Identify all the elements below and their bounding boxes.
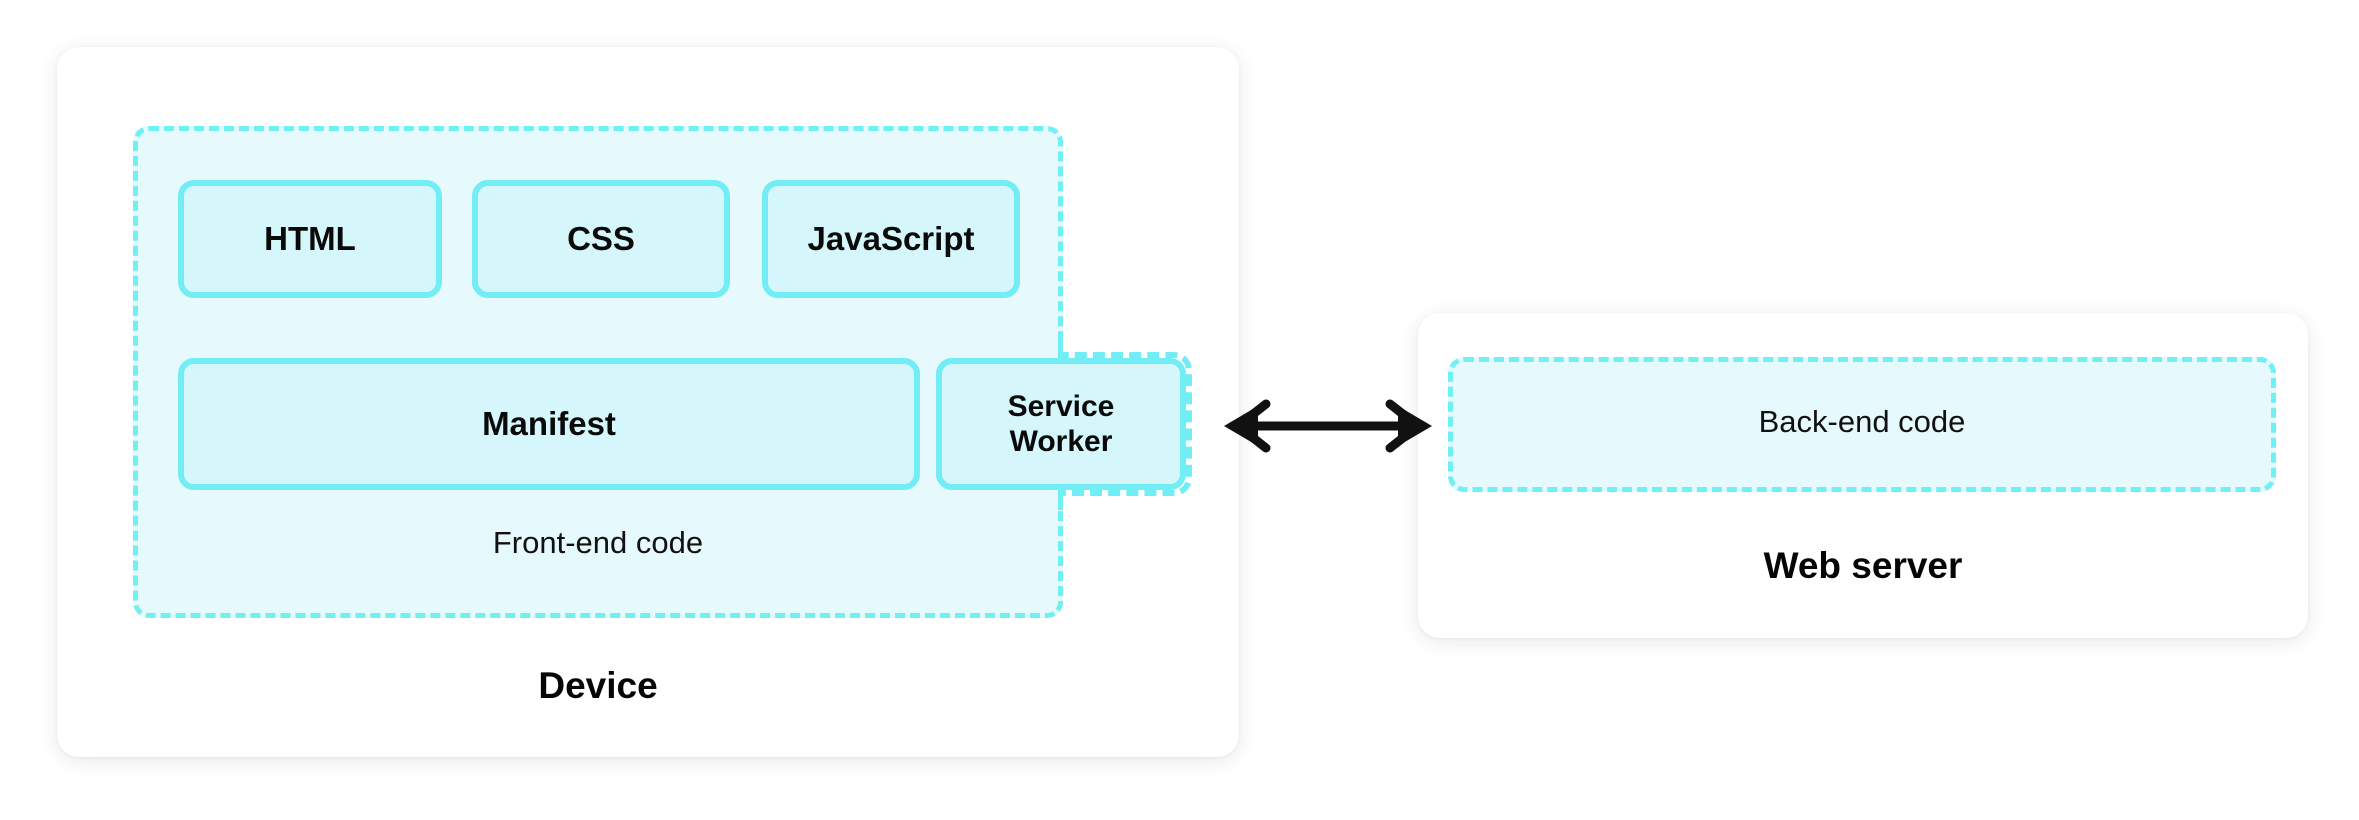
tech-box-css[interactable]: CSS [472, 180, 730, 298]
tech-box-html-label: HTML [264, 219, 356, 257]
front-end-boundary-segment-top [1058, 340, 1063, 362]
front-end-boundary-segment-bottom [1058, 486, 1063, 510]
tech-box-javascript-label: JavaScript [807, 219, 975, 257]
back-end-code-caption: Back-end code [1758, 404, 1966, 439]
tech-box-html[interactable]: HTML [178, 180, 442, 298]
back-end-code-group [1448, 357, 2276, 492]
device-caption: Device [538, 665, 658, 706]
bidirectional-arrow-icon [1224, 399, 1432, 453]
front-end-code-caption: Front-end code [492, 525, 704, 560]
service-worker-label-line1: Service [1007, 389, 1115, 423]
tech-box-manifest[interactable]: Manifest [178, 358, 920, 490]
web-server-caption: Web server [1763, 545, 1963, 586]
tech-box-css-label: CSS [567, 219, 635, 257]
tech-box-javascript[interactable]: JavaScript [762, 180, 1020, 298]
tech-box-manifest-label: Manifest [482, 404, 616, 442]
service-worker-label-line2: Worker [1009, 425, 1113, 458]
